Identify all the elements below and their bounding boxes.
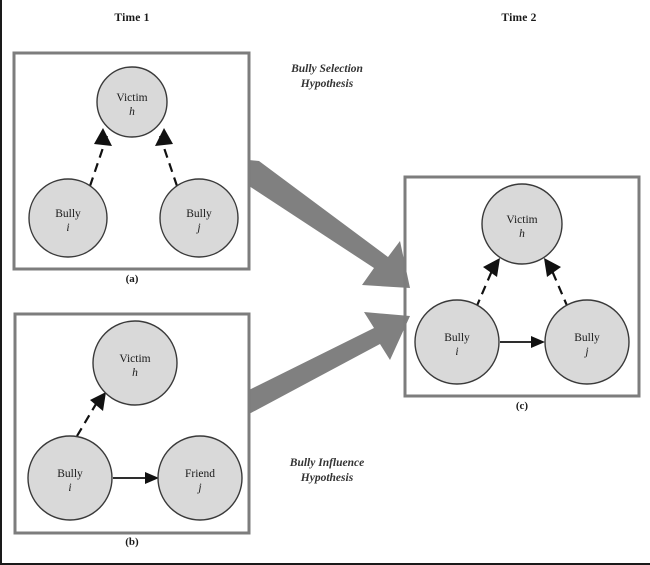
node-role-label: Bully	[574, 332, 600, 344]
node-circle	[92, 320, 178, 406]
node-role-label: Bully	[186, 208, 212, 220]
node-bully-i-c: Bully i	[414, 299, 500, 385]
node-bully-j-c: Bully j	[544, 299, 630, 385]
edge-bully-i-to-victim-h-a	[88, 128, 112, 187]
node-actor-label: j	[195, 222, 200, 234]
node-bully-j-a: Bully j	[159, 178, 239, 258]
node-actor-label: j	[196, 482, 201, 494]
node-circle	[27, 435, 113, 521]
panel-b-caption: (b)	[125, 536, 139, 548]
edge-bully-i-to-victim-h-c	[474, 258, 500, 309]
time-2-header: Time 2	[501, 12, 537, 24]
time-1-header: Time 1	[114, 12, 150, 24]
node-role-label: Victim	[116, 92, 147, 104]
edge-bully-j-to-victim-h-a	[155, 128, 179, 187]
node-actor-label: h	[132, 367, 138, 379]
node-bully-i-b: Bully i	[27, 435, 113, 521]
node-circle	[28, 178, 108, 258]
panel-b: Victim h Bully i Friend j	[13, 312, 251, 535]
edge-bully-j-to-victim-h-c	[544, 258, 570, 309]
hypothesis-line-1: Bully Selection	[291, 63, 363, 75]
node-role-label: Bully	[444, 332, 470, 344]
panel-a-caption: (a)	[125, 273, 139, 285]
panel-a: Victim h Bully i Bully j	[12, 51, 251, 271]
panel-c: Victim h Bully i Bully j	[403, 175, 641, 398]
node-victim-h-c: Victim h	[481, 183, 563, 265]
node-actor-label: h	[129, 106, 135, 118]
node-role-label: Bully	[55, 208, 81, 220]
node-actor-label: j	[583, 346, 588, 358]
bully-selection-hypothesis-label: Bully Selection Hypothesis	[267, 62, 387, 92]
node-bully-i-a: Bully i	[28, 178, 108, 258]
node-circle	[414, 299, 500, 385]
node-victim-h-a: Victim h	[96, 66, 168, 138]
node-circle	[159, 178, 239, 258]
node-circle	[96, 66, 168, 138]
node-actor-label: h	[519, 228, 525, 240]
node-circle	[481, 183, 563, 265]
node-circle	[157, 435, 243, 521]
node-role-label: Friend	[185, 468, 215, 480]
panel-c-border	[403, 175, 641, 398]
hypothesis-line-2: Hypothesis	[300, 78, 354, 90]
hypothesis-line-2: Hypothesis	[300, 472, 354, 484]
node-friend-j-b: Friend j	[157, 435, 243, 521]
node-role-label: Victim	[119, 353, 150, 365]
panel-a-border	[12, 51, 251, 271]
hypothesis-line-1: Bully Influence	[289, 457, 365, 469]
edge-bully-i-to-friend-j-b	[113, 472, 159, 484]
selection-arrow	[249, 160, 410, 288]
node-victim-h-b: Victim h	[92, 320, 178, 406]
edge-bully-i-to-bully-j-c	[500, 336, 545, 348]
node-circle	[544, 299, 630, 385]
node-actor-label: i	[455, 346, 458, 358]
node-role-label: Victim	[506, 214, 537, 226]
edge-bully-i-to-victim-h-b	[76, 392, 106, 437]
panel-b-border	[13, 312, 251, 535]
panel-c-caption: (c)	[515, 400, 529, 412]
bully-influence-hypothesis-label: Bully Influence Hypothesis	[267, 456, 387, 486]
node-actor-label: i	[66, 222, 69, 234]
node-role-label: Bully	[57, 468, 83, 480]
node-actor-label: i	[68, 482, 71, 494]
influence-arrow	[245, 312, 410, 414]
